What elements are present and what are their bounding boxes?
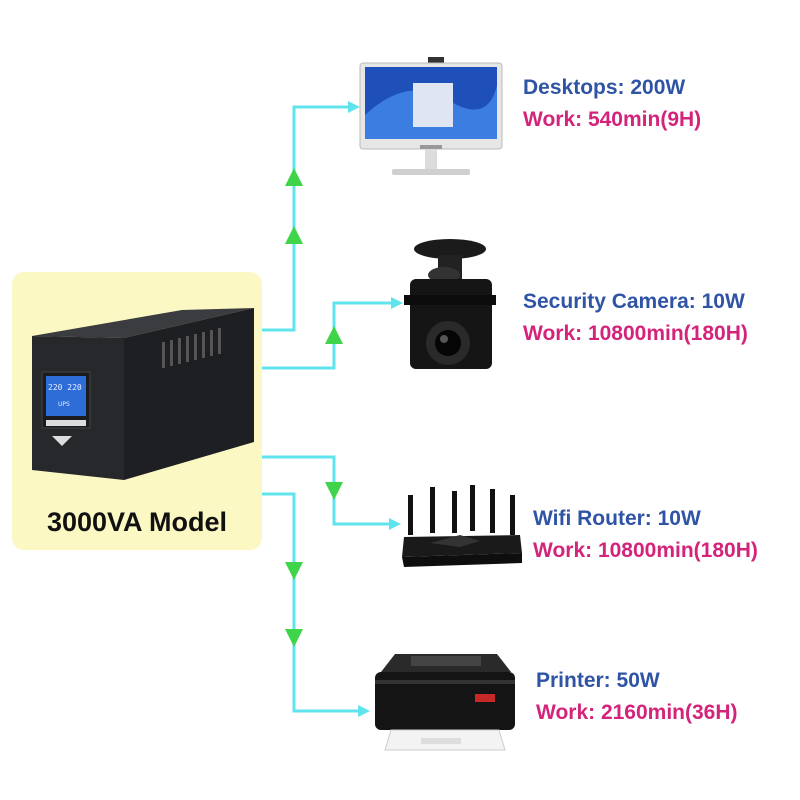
flow-arrow-down: [325, 482, 343, 500]
wire-printer: [262, 492, 362, 713]
device-info-desktop: Desktops: 200W Work: 540min(9H): [523, 72, 701, 136]
device-name: Security Camera: 10W: [523, 290, 745, 313]
device-info-printer: Printer: 50W Work: 2160min(36H): [536, 665, 738, 729]
device-work-time: Work: 10800min(180H): [533, 539, 758, 562]
wire-end-arrow-printer: [358, 705, 370, 717]
flow-arrow-down: [285, 562, 303, 580]
printer-icon: [375, 654, 515, 751]
wire-end-arrow-camera: [391, 297, 403, 309]
device-name: Wifi Router: 10W: [533, 507, 701, 530]
svg-text:220 220: 220 220: [48, 383, 82, 392]
security-camera-icon: [404, 239, 496, 369]
ups-model-label: 3000VA Model: [46, 507, 228, 537]
wire-end-arrow-router: [389, 518, 401, 530]
svg-text:UPS: UPS: [58, 401, 70, 408]
wifi-router-icon: [402, 485, 522, 567]
flow-arrow-up: [285, 168, 303, 186]
device-name: Printer: 50W: [536, 669, 660, 692]
device-work-time: Work: 2160min(36H): [536, 701, 738, 724]
device-work-time: Work: 10800min(180H): [523, 322, 748, 345]
device-info-router: Wifi Router: 10W Work: 10800min(180H): [533, 503, 758, 567]
ups-panel: 220 220 UPS 3000VA Model: [12, 272, 262, 550]
device-work-time: Work: 540min(9H): [523, 108, 702, 131]
wire-camera: [262, 301, 395, 370]
wire-end-arrow-desktop: [348, 101, 360, 113]
wire-router: [262, 455, 393, 526]
ups-unit-icon: 220 220 UPS: [32, 308, 254, 480]
flow-arrow-up: [285, 226, 303, 244]
flow-arrow-up: [325, 326, 343, 344]
wire-desktop: [262, 105, 352, 332]
desktop-monitor-icon: [359, 57, 503, 175]
device-info-camera: Security Camera: 10W Work: 10800min(180H…: [523, 286, 748, 350]
device-name: Desktops: 200W: [523, 76, 686, 99]
flow-arrow-down: [285, 629, 303, 647]
